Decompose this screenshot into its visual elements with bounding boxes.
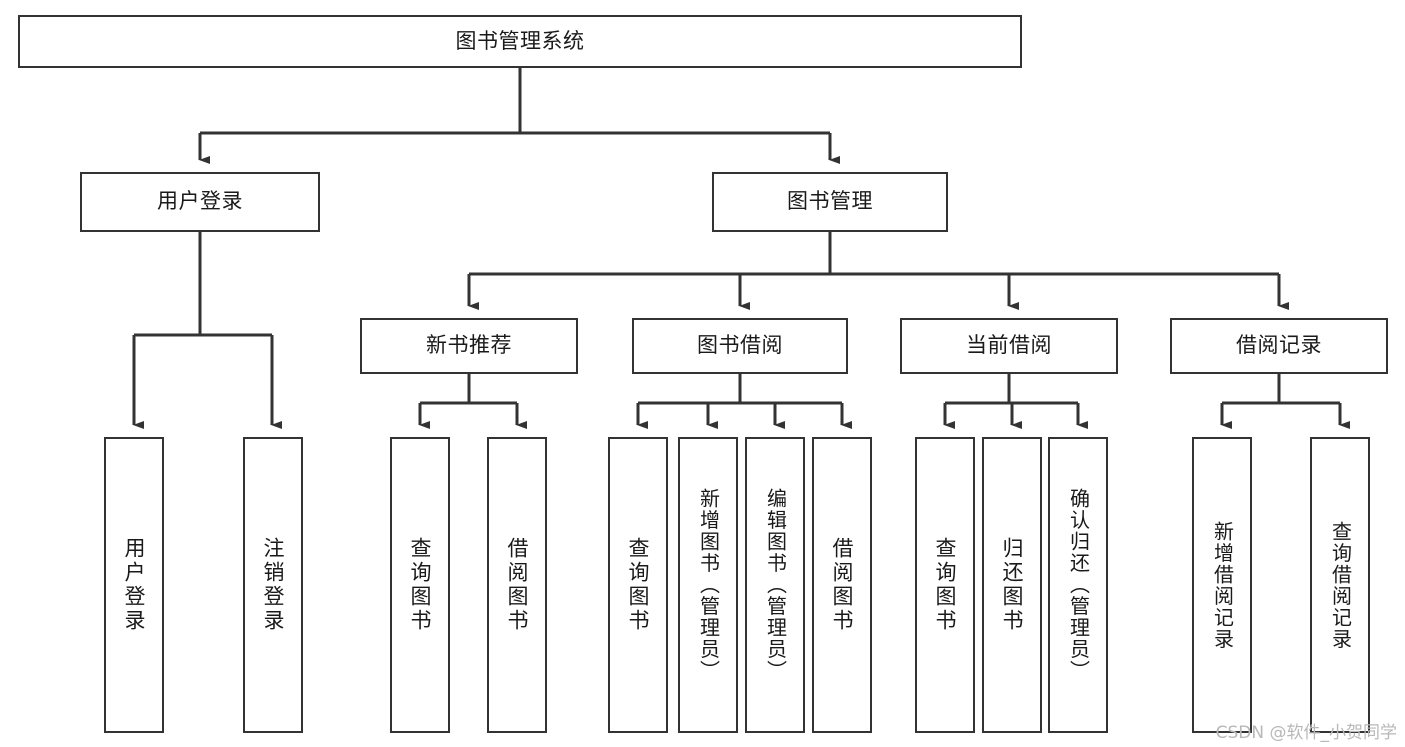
node-label: 图书借阅 — [697, 333, 783, 358]
node-label: 新书推荐 — [426, 333, 512, 358]
node-borrowing-records[interactable]: 借阅记录 — [1170, 318, 1388, 374]
leaf-borrow-query-book[interactable]: 查询图书 — [608, 437, 668, 733]
node-label: 注销登录 — [261, 537, 286, 633]
node-new-book-recommendation[interactable]: 新书推荐 — [360, 318, 578, 374]
node-label: 用户登录 — [157, 189, 243, 214]
node-label: 图书管理系统 — [455, 28, 585, 53]
node-label: 借阅记录 — [1236, 333, 1322, 358]
leaf-current-query-book[interactable]: 查询图书 — [915, 437, 975, 733]
leaf-user-login-logout[interactable]: 注销登录 — [243, 437, 303, 733]
node-current-borrowing[interactable]: 当前借阅 — [900, 318, 1118, 374]
node-label: 新增图书（管理员） — [696, 488, 721, 682]
node-label: 编辑图书（管理员） — [763, 488, 788, 682]
csdn-watermark: CSDN @软件_小贺同学 — [1215, 723, 1397, 743]
node-label: 图书管理 — [787, 189, 873, 214]
leaf-records-add-record[interactable]: 新增借阅记录 — [1192, 437, 1252, 733]
node-label: 借阅图书 — [830, 537, 855, 633]
node-label: 新增借阅记录 — [1210, 520, 1235, 650]
leaf-borrow-edit-book-admin[interactable]: 编辑图书（管理员） — [745, 437, 805, 733]
node-label: 用户登录 — [122, 537, 147, 633]
node-user-login[interactable]: 用户登录 — [80, 172, 320, 232]
node-root-book-management-system[interactable]: 图书管理系统 — [18, 15, 1022, 68]
node-label: 归还图书 — [1000, 537, 1025, 633]
node-book-management[interactable]: 图书管理 — [712, 172, 948, 232]
node-label: 确认归还（管理员） — [1066, 488, 1091, 682]
node-label: 查询借阅记录 — [1328, 520, 1353, 650]
leaf-current-return-book[interactable]: 归还图书 — [982, 437, 1042, 733]
node-label: 借阅图书 — [505, 537, 530, 633]
leaf-borrow-add-book-admin[interactable]: 新增图书（管理员） — [678, 437, 738, 733]
leaf-new-books-query-book[interactable]: 查询图书 — [390, 437, 450, 733]
node-label: 查询图书 — [626, 537, 651, 633]
node-label: 查询图书 — [408, 537, 433, 633]
node-book-borrowing[interactable]: 图书借阅 — [632, 318, 848, 374]
leaf-records-query-record[interactable]: 查询借阅记录 — [1310, 437, 1370, 733]
leaf-new-books-borrow-book[interactable]: 借阅图书 — [487, 437, 547, 733]
node-label: 查询图书 — [933, 537, 958, 633]
node-label: 当前借阅 — [966, 333, 1052, 358]
leaf-borrow-borrow-book[interactable]: 借阅图书 — [812, 437, 872, 733]
leaf-current-confirm-return-admin[interactable]: 确认归还（管理员） — [1048, 437, 1108, 733]
leaf-user-login-login[interactable]: 用户登录 — [104, 437, 164, 733]
